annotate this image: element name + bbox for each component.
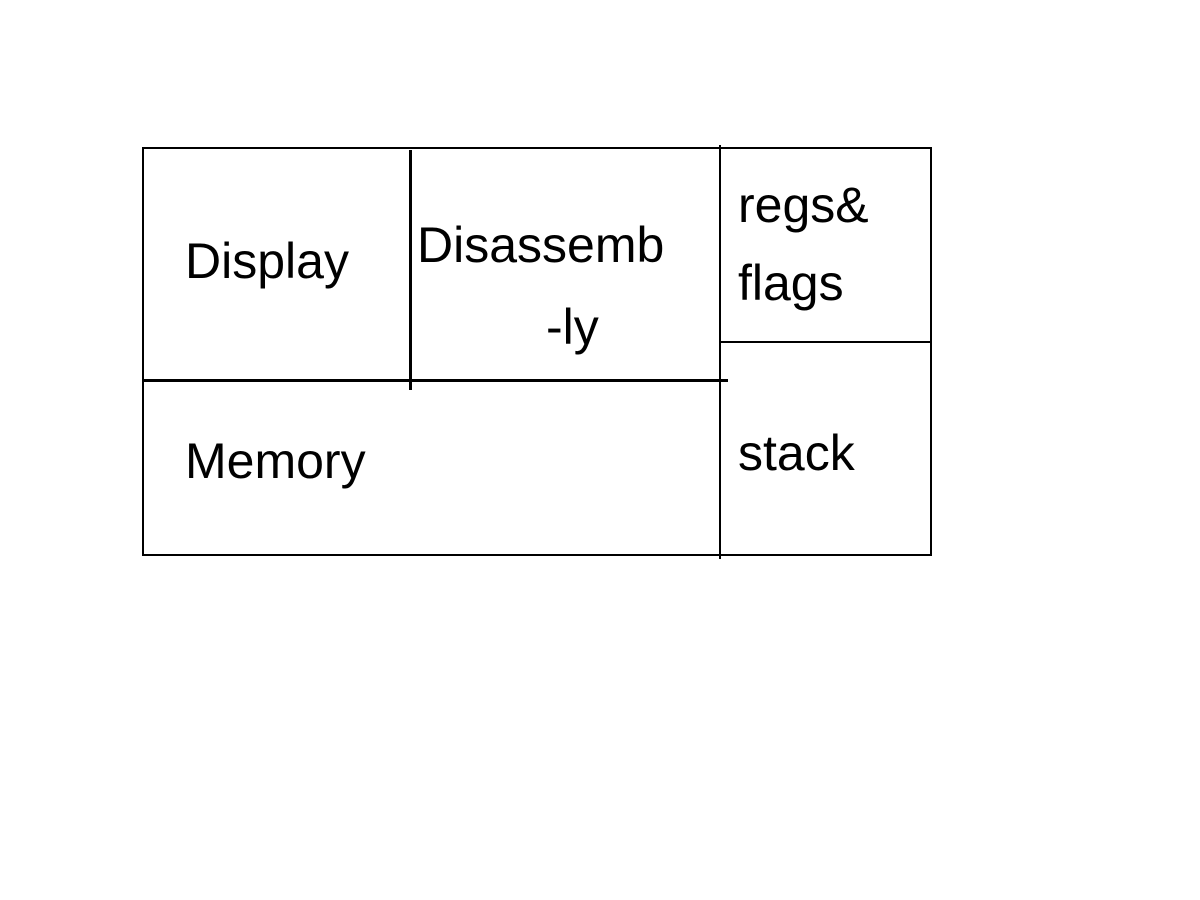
outer-border-left (142, 147, 144, 556)
top-memory-divider (142, 379, 728, 382)
display-pane-label: Display (185, 233, 349, 289)
regs-flags-pane-label-line1: regs& (738, 177, 869, 233)
display-disassembly-divider (409, 150, 412, 390)
memory-pane-label: Memory (185, 433, 366, 489)
outer-border-top (142, 147, 932, 149)
regs-flags-pane-label-line2: flags (738, 255, 844, 311)
stack-pane-label: stack (738, 425, 855, 481)
disassembly-pane-label-line1: Disassemb (417, 217, 665, 273)
disassembly-pane-label-line2: -ly (546, 299, 599, 355)
regs-stack-divider (719, 341, 932, 343)
outer-border-bottom (142, 554, 932, 556)
outer-border-right (930, 147, 932, 556)
main-right-column-divider (719, 145, 721, 559)
